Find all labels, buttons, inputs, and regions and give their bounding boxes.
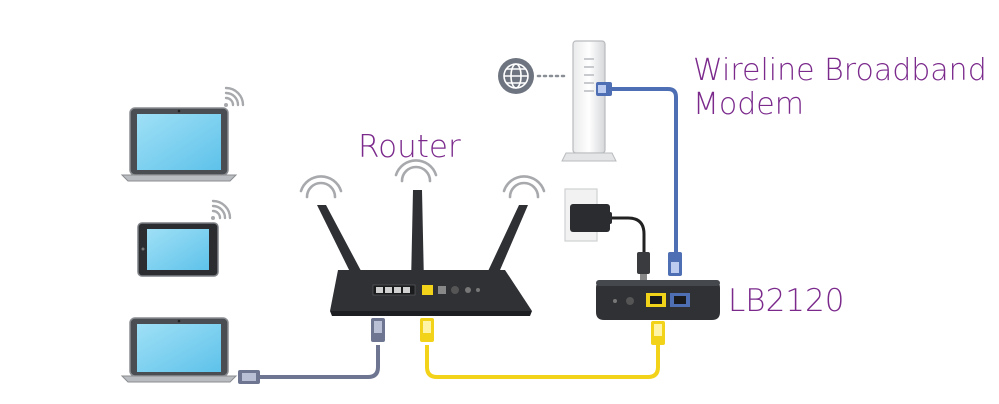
router-device (317, 190, 532, 316)
ethernet-cable-modem-lb2120 (608, 87, 678, 252)
ethernet-cable-laptop-router (258, 345, 380, 379)
ethernet-plug-icon (668, 252, 682, 276)
globe-icon (498, 58, 568, 94)
lb2120-label: LB2120 (728, 283, 845, 319)
modem-label: Wireline Broadband Modem (693, 56, 987, 124)
ethernet-plug-icon (371, 318, 385, 342)
modem-label-line2: Modem (693, 87, 804, 122)
tablet-icon (137, 222, 219, 277)
power-cable (610, 216, 646, 252)
ethernet-cable-router-lb2120 (425, 345, 660, 379)
ethernet-plug-icon (596, 82, 612, 96)
wifi-icon (211, 199, 232, 220)
wifi-icon (224, 86, 245, 107)
wifi-icon (299, 159, 546, 199)
ethernet-plug-icon (651, 321, 665, 345)
ethernet-plug-icon (420, 318, 434, 342)
power-adapter-icon (564, 188, 612, 242)
ethernet-plug-icon (238, 370, 260, 384)
lb2120-device (596, 280, 720, 320)
modem-label-line1: Wireline Broadband (693, 53, 987, 88)
modem-device (561, 40, 617, 162)
laptop-icon (120, 317, 238, 383)
router-label: Router (358, 129, 461, 165)
laptop-icon (120, 107, 238, 182)
power-plug-icon (637, 252, 650, 280)
